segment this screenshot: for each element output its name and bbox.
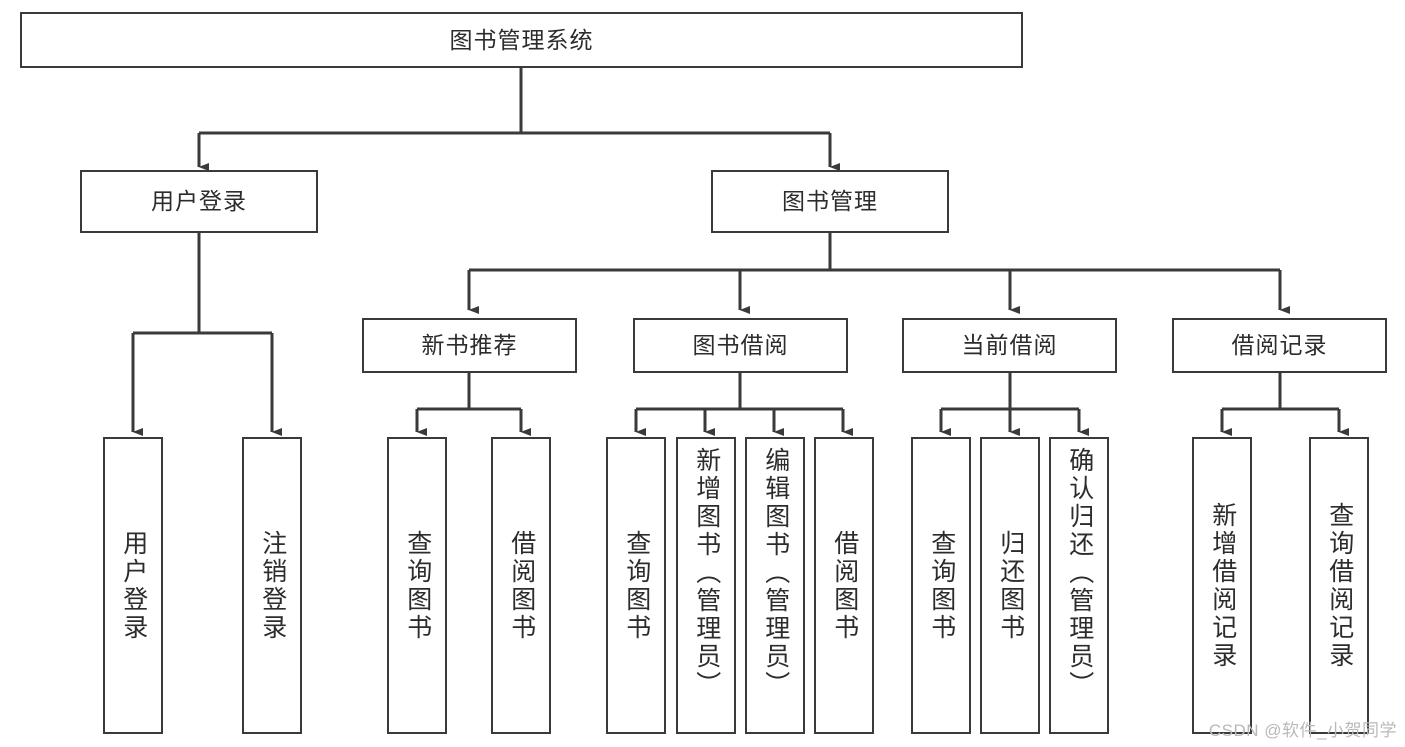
node-label: 新增图书（管理员） xyxy=(692,447,721,699)
node-label: 图书借阅 xyxy=(692,332,789,359)
leaf-query-book-current[interactable]: 查询图书 xyxy=(911,437,971,734)
leaf-query-book-recommend[interactable]: 查询图书 xyxy=(387,437,447,734)
node-label: 新增借阅记录 xyxy=(1208,501,1237,670)
node-label: 借阅记录 xyxy=(1231,332,1328,359)
node-label: 确认归还（管理员） xyxy=(1065,447,1094,699)
leaf-query-book-borrow[interactable]: 查询图书 xyxy=(606,437,666,734)
leaf-edit-book[interactable]: 编辑图书（管理员） xyxy=(745,437,805,734)
leaf-borrow-book[interactable]: 借阅图书 xyxy=(814,437,874,734)
node-label: 查询图书 xyxy=(927,529,956,642)
node-book-manage[interactable]: 图书管理 xyxy=(711,170,949,233)
leaf-add-book[interactable]: 新增图书（管理员） xyxy=(676,437,736,734)
node-label: 新书推荐 xyxy=(421,332,518,359)
node-user-login[interactable]: 用户登录 xyxy=(80,170,318,233)
node-root-system[interactable]: 图书管理系统 xyxy=(20,12,1023,68)
node-label: 用户登录 xyxy=(151,188,247,215)
leaf-logout-login[interactable]: 注销登录 xyxy=(242,437,302,734)
leaf-return-book[interactable]: 归还图书 xyxy=(980,437,1040,734)
node-label: 归还图书 xyxy=(996,529,1025,642)
leaf-query-borrow-record[interactable]: 查询借阅记录 xyxy=(1309,437,1369,734)
node-label: 编辑图书（管理员） xyxy=(761,447,790,699)
leaf-add-borrow-record[interactable]: 新增借阅记录 xyxy=(1192,437,1252,734)
leaf-borrow-book-recommend[interactable]: 借阅图书 xyxy=(491,437,551,734)
leaf-confirm-return[interactable]: 确认归还（管理员） xyxy=(1049,437,1109,734)
node-borrow-record[interactable]: 借阅记录 xyxy=(1172,318,1387,373)
node-label: 注销登录 xyxy=(258,529,287,642)
node-label: 用户登录 xyxy=(119,529,148,642)
node-label: 借阅图书 xyxy=(507,529,536,642)
node-label: 借阅图书 xyxy=(830,529,859,642)
leaf-user-login[interactable]: 用户登录 xyxy=(103,437,163,734)
node-label: 查询图书 xyxy=(403,529,432,642)
node-book-borrow[interactable]: 图书借阅 xyxy=(633,318,848,373)
node-label: 图书管理 xyxy=(782,188,878,215)
node-label: 查询图书 xyxy=(622,529,651,642)
node-label: 图书管理系统 xyxy=(449,26,594,53)
node-label: 当前借阅 xyxy=(961,332,1058,359)
node-label: 查询借阅记录 xyxy=(1325,501,1354,670)
node-new-book-recommend[interactable]: 新书推荐 xyxy=(362,318,577,373)
node-current-borrow[interactable]: 当前借阅 xyxy=(902,318,1117,373)
